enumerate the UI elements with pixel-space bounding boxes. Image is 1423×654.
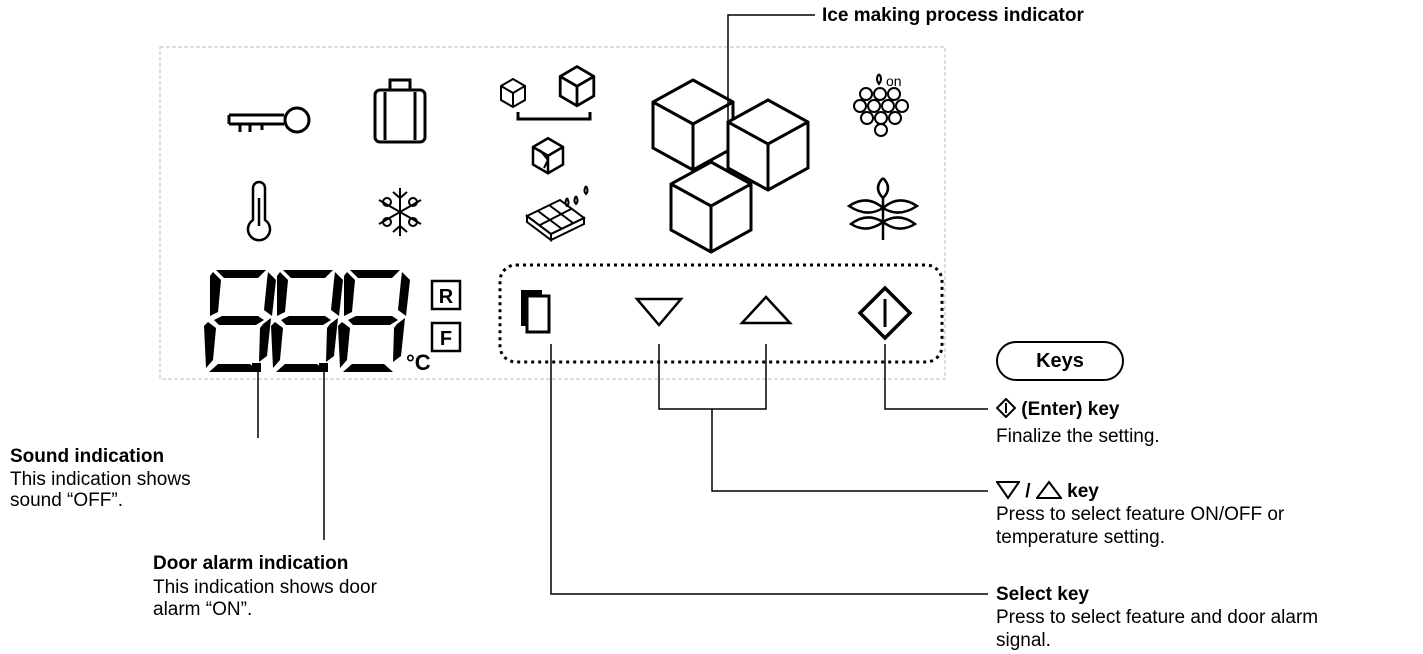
mode-r-label: R	[439, 286, 454, 308]
grapes-icon	[853, 73, 909, 137]
snowflake-icon	[378, 188, 422, 236]
select-key-title: Select key	[996, 584, 1089, 605]
keypad-frame	[498, 263, 944, 364]
mode-f-box	[430, 321, 462, 353]
display-panel-border	[159, 46, 946, 380]
updown-separator: /	[1025, 481, 1031, 502]
triangle-down-icon	[996, 481, 1020, 500]
door-dot	[319, 363, 328, 372]
enter-key-title-text: (Enter) key	[1021, 399, 1120, 420]
keys-badge-label: Keys	[1036, 349, 1084, 372]
sound-indication-title: Sound indication	[10, 446, 165, 467]
enter-diamond-icon	[996, 398, 1016, 418]
ice-cubes-icon	[500, 65, 596, 175]
thermometer-icon	[246, 180, 272, 242]
select-key-desc-1: Press to select feature and door alarm	[996, 607, 1319, 628]
keys-badge: Keys	[996, 341, 1124, 381]
sound-dot	[252, 363, 261, 372]
door-alarm-desc-1: This indication shows door	[153, 577, 377, 598]
updown-key-desc-2: temperature setting.	[996, 527, 1165, 548]
updown-key-title-text: key	[1067, 481, 1099, 502]
enter-key[interactable]	[857, 285, 913, 341]
door-alarm-title: Door alarm indication	[153, 553, 349, 574]
suitcase-icon	[373, 78, 427, 144]
temp-unit-label: °C	[406, 350, 431, 375]
mode-r-box	[430, 279, 462, 311]
updown-key-title: / key	[996, 480, 1099, 503]
sound-indication-desc-1: This indication shows	[10, 469, 191, 490]
chocolate-icon	[525, 185, 589, 242]
callout-lines	[257, 14, 988, 595]
triangle-up-icon	[1035, 480, 1062, 499]
plant-icon	[846, 177, 920, 240]
key-icon	[227, 106, 311, 134]
sound-indication-desc-2: sound “OFF”.	[10, 490, 123, 511]
down-key[interactable]	[634, 297, 684, 327]
updown-key-desc-1: Press to select feature ON/OFF or	[996, 504, 1285, 525]
enter-key-title: (Enter) key	[996, 398, 1119, 421]
ice-process-label: Ice making process indicator	[822, 5, 1084, 26]
temperature-digits	[204, 270, 410, 372]
up-key[interactable]	[739, 295, 793, 325]
grapes-on-label: on	[886, 73, 902, 89]
enter-key-desc: Finalize the setting.	[996, 426, 1160, 447]
mode-f-label: F	[440, 328, 452, 350]
select-key-desc-2: signal.	[996, 630, 1051, 651]
ice-process-cubes	[651, 78, 810, 254]
select-key[interactable]	[521, 290, 551, 334]
door-alarm-desc-2: alarm “ON”.	[153, 599, 253, 620]
